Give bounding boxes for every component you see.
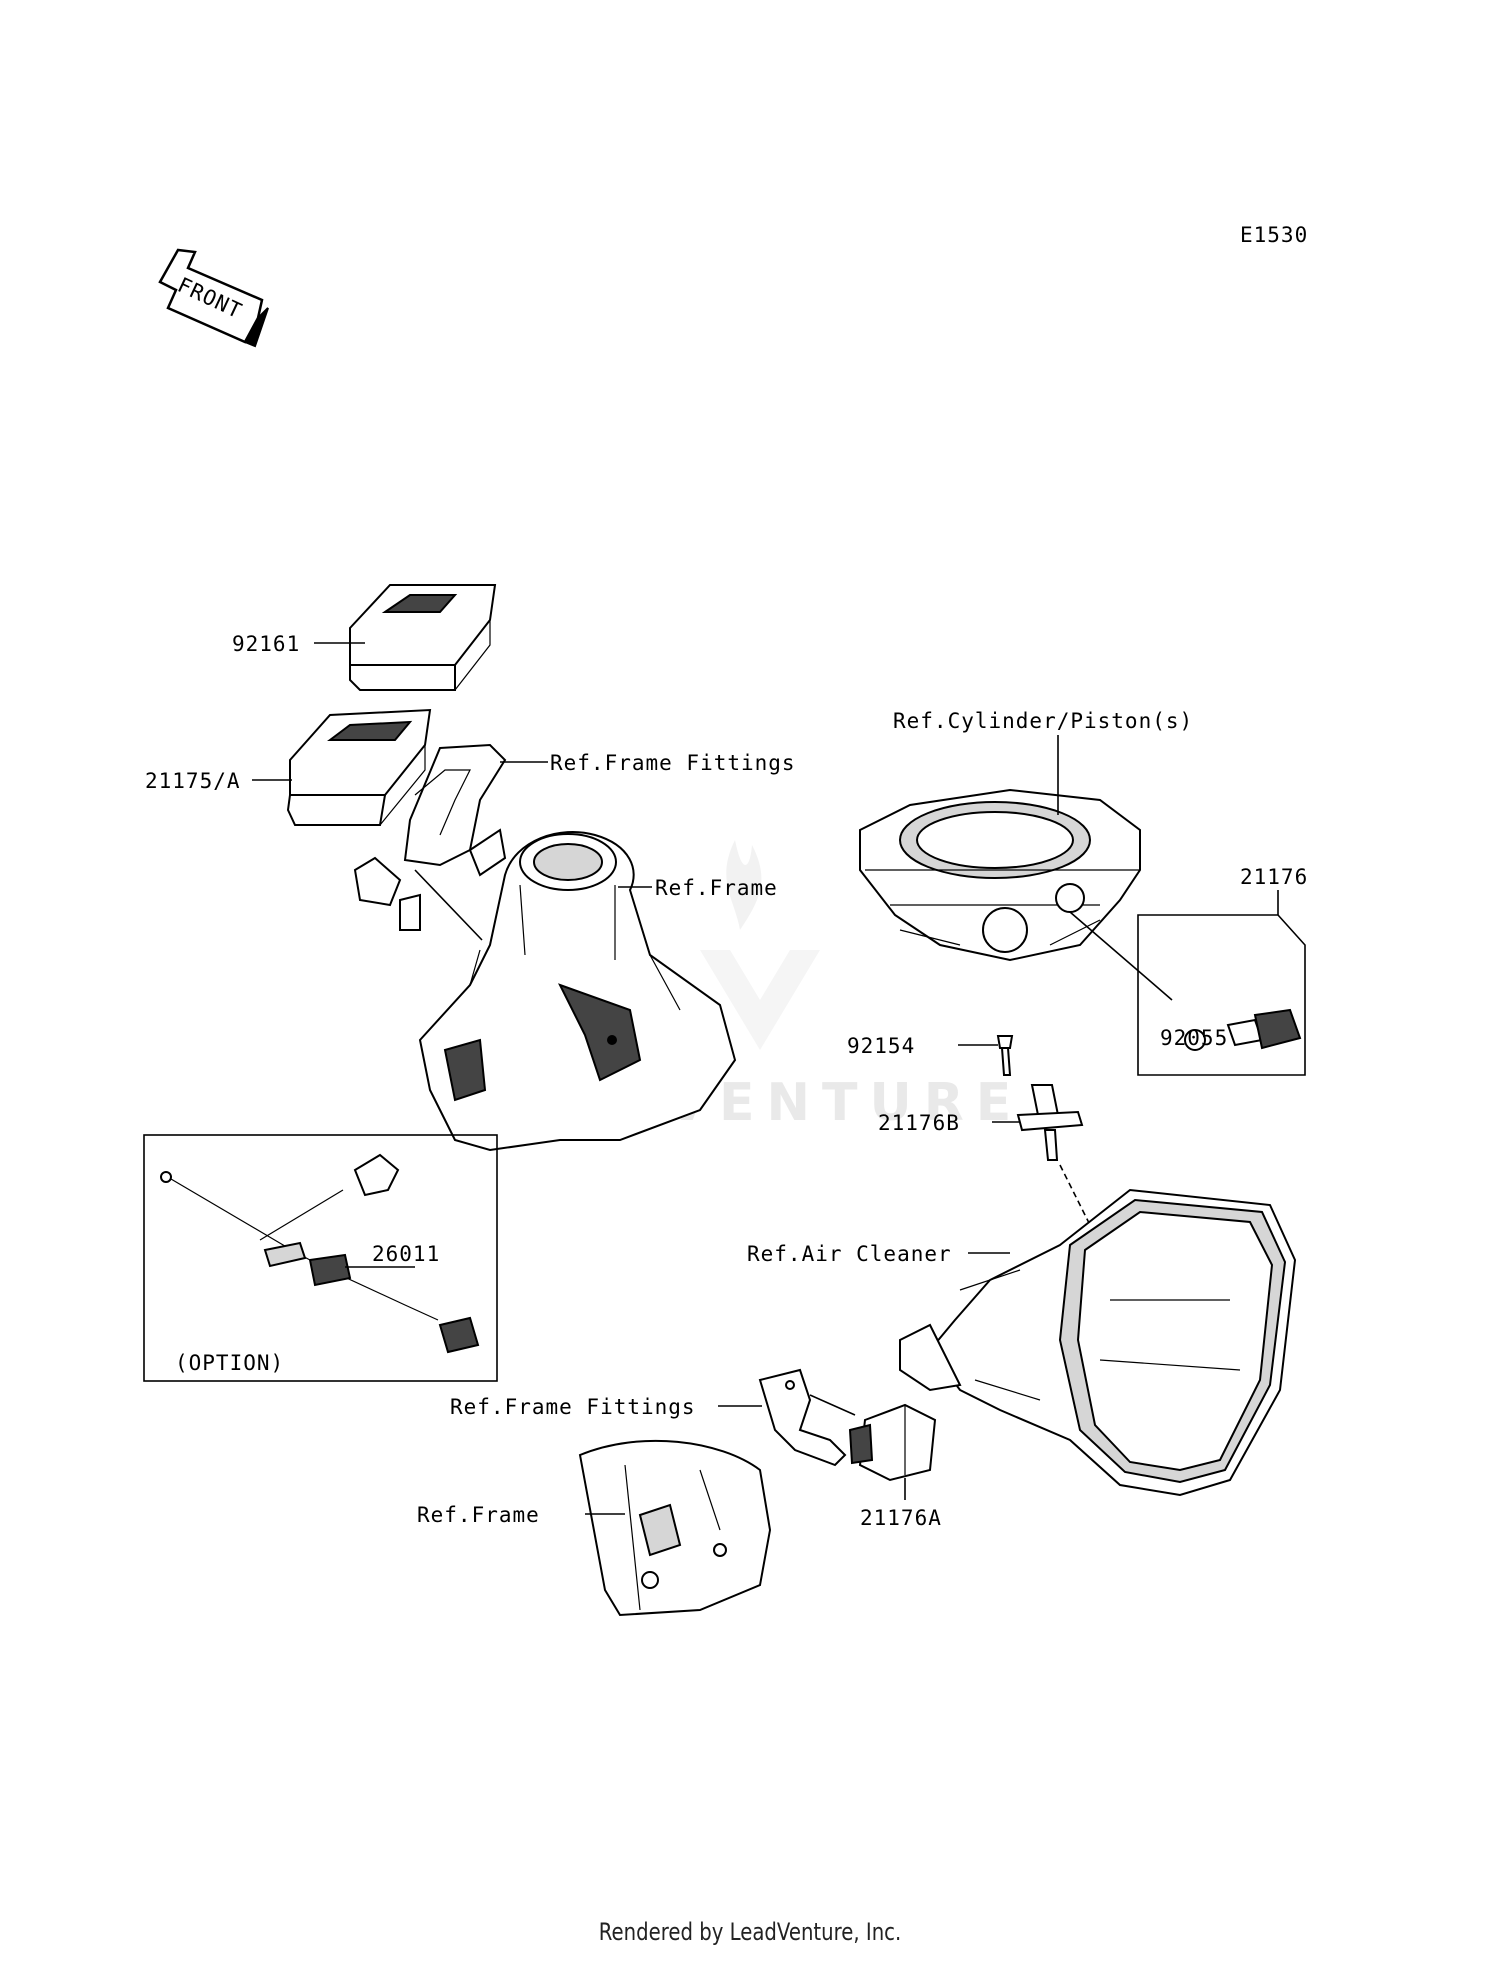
leader-21176b-axis bbox=[1059, 1164, 1091, 1226]
label-92055: 92055 bbox=[1160, 1026, 1228, 1050]
ecu-bracket bbox=[353, 743, 507, 931]
frame-upper bbox=[418, 830, 737, 1152]
label-21176a: 21176A bbox=[860, 1506, 942, 1530]
label-ref-frame-fittings-2: Ref.Frame Fittings bbox=[450, 1395, 696, 1419]
leader-ecu-bolt bbox=[414, 869, 483, 941]
ecu-cover-92161 bbox=[349, 584, 497, 691]
label-92161: 92161 bbox=[232, 632, 300, 656]
temp-sensor-21176 bbox=[1226, 1008, 1302, 1050]
label-option: (OPTION) bbox=[175, 1351, 284, 1375]
option-harness-box bbox=[143, 1134, 498, 1382]
sensor-21176-box bbox=[1069, 890, 1306, 1076]
frame-lower bbox=[578, 1439, 772, 1617]
front-arrow-icon: FRONT bbox=[158, 248, 269, 348]
frame-fittings-bracket bbox=[758, 1368, 847, 1467]
label-21176b: 21176B bbox=[878, 1111, 960, 1135]
label-21176: 21176 bbox=[1240, 865, 1308, 889]
ecu-unit-21175 bbox=[286, 708, 432, 826]
label-21175: 21175/A bbox=[145, 769, 241, 793]
sensor-21176b bbox=[1016, 1084, 1084, 1161]
footer-credit: Rendered by LeadVenture, Inc. bbox=[598, 1918, 902, 1946]
oring-92055 bbox=[1184, 1029, 1206, 1051]
air-cleaner bbox=[899, 1188, 1297, 1497]
leader-bracket-sensor bbox=[809, 1394, 856, 1416]
label-ref-frame-fittings-1: Ref.Frame Fittings bbox=[550, 751, 796, 775]
sensor-21176a bbox=[848, 1403, 937, 1482]
label-ref-air-cleaner: Ref.Air Cleaner bbox=[747, 1242, 952, 1266]
label-26011: 26011 bbox=[372, 1242, 440, 1266]
label-ref-frame-2: Ref.Frame bbox=[417, 1503, 540, 1527]
label-92154: 92154 bbox=[847, 1034, 915, 1058]
label-ref-cylinder: Ref.Cylinder/Piston(s) bbox=[893, 709, 1193, 733]
diagram-code: E1530 bbox=[1240, 223, 1308, 247]
cylinder bbox=[859, 788, 1141, 962]
bolt-92154 bbox=[996, 1035, 1014, 1076]
watermark-logo-icon bbox=[700, 840, 820, 1050]
label-ref-frame-1: Ref.Frame bbox=[655, 876, 778, 900]
